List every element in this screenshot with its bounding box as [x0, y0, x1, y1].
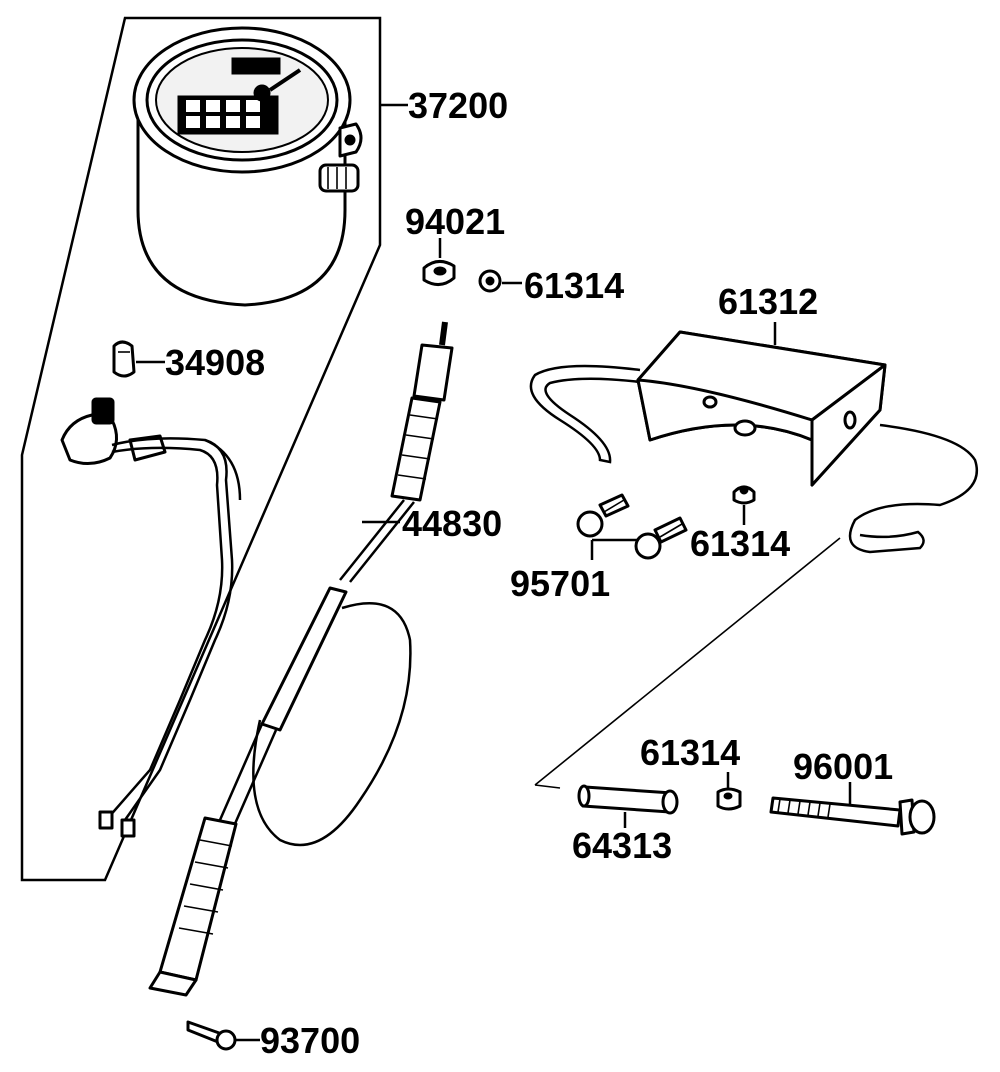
washer-61314-top-part — [478, 269, 502, 293]
screw-93700-part — [186, 1020, 237, 1051]
collar-64313-part — [577, 784, 679, 815]
washer-61314-mid-part — [732, 485, 756, 505]
label-94021: 94021 — [405, 201, 505, 242]
label-64313: 64313 — [572, 825, 672, 866]
reference-line — [534, 537, 841, 786]
label-93700: 93700 — [260, 1020, 360, 1061]
reference-line-b — [534, 784, 561, 789]
label-34908: 34908 — [165, 342, 265, 383]
nut-61314-low-part — [716, 787, 742, 811]
label-96001: 96001 — [793, 746, 893, 787]
label-37200: 37200 — [408, 85, 508, 126]
label-61314-mid: 61314 — [690, 523, 790, 564]
assembly-outline — [20, 16, 382, 882]
bolt-96001-part — [769, 796, 936, 836]
speedometer-part — [132, 26, 363, 307]
label-61314-top: 61314 — [524, 265, 624, 306]
speedometer-cable-part — [148, 321, 454, 997]
wiring-harness-part — [60, 397, 242, 838]
bolts-95701-part — [576, 493, 688, 560]
label-44830: 44830 — [402, 503, 502, 544]
nut-94021-part — [422, 260, 456, 286]
label-61312: 61312 — [718, 281, 818, 322]
label-61314-low: 61314 — [640, 732, 740, 773]
label-95701: 95701 — [510, 563, 610, 604]
bracket-61312-part — [529, 330, 978, 554]
bulb-part — [112, 340, 136, 378]
